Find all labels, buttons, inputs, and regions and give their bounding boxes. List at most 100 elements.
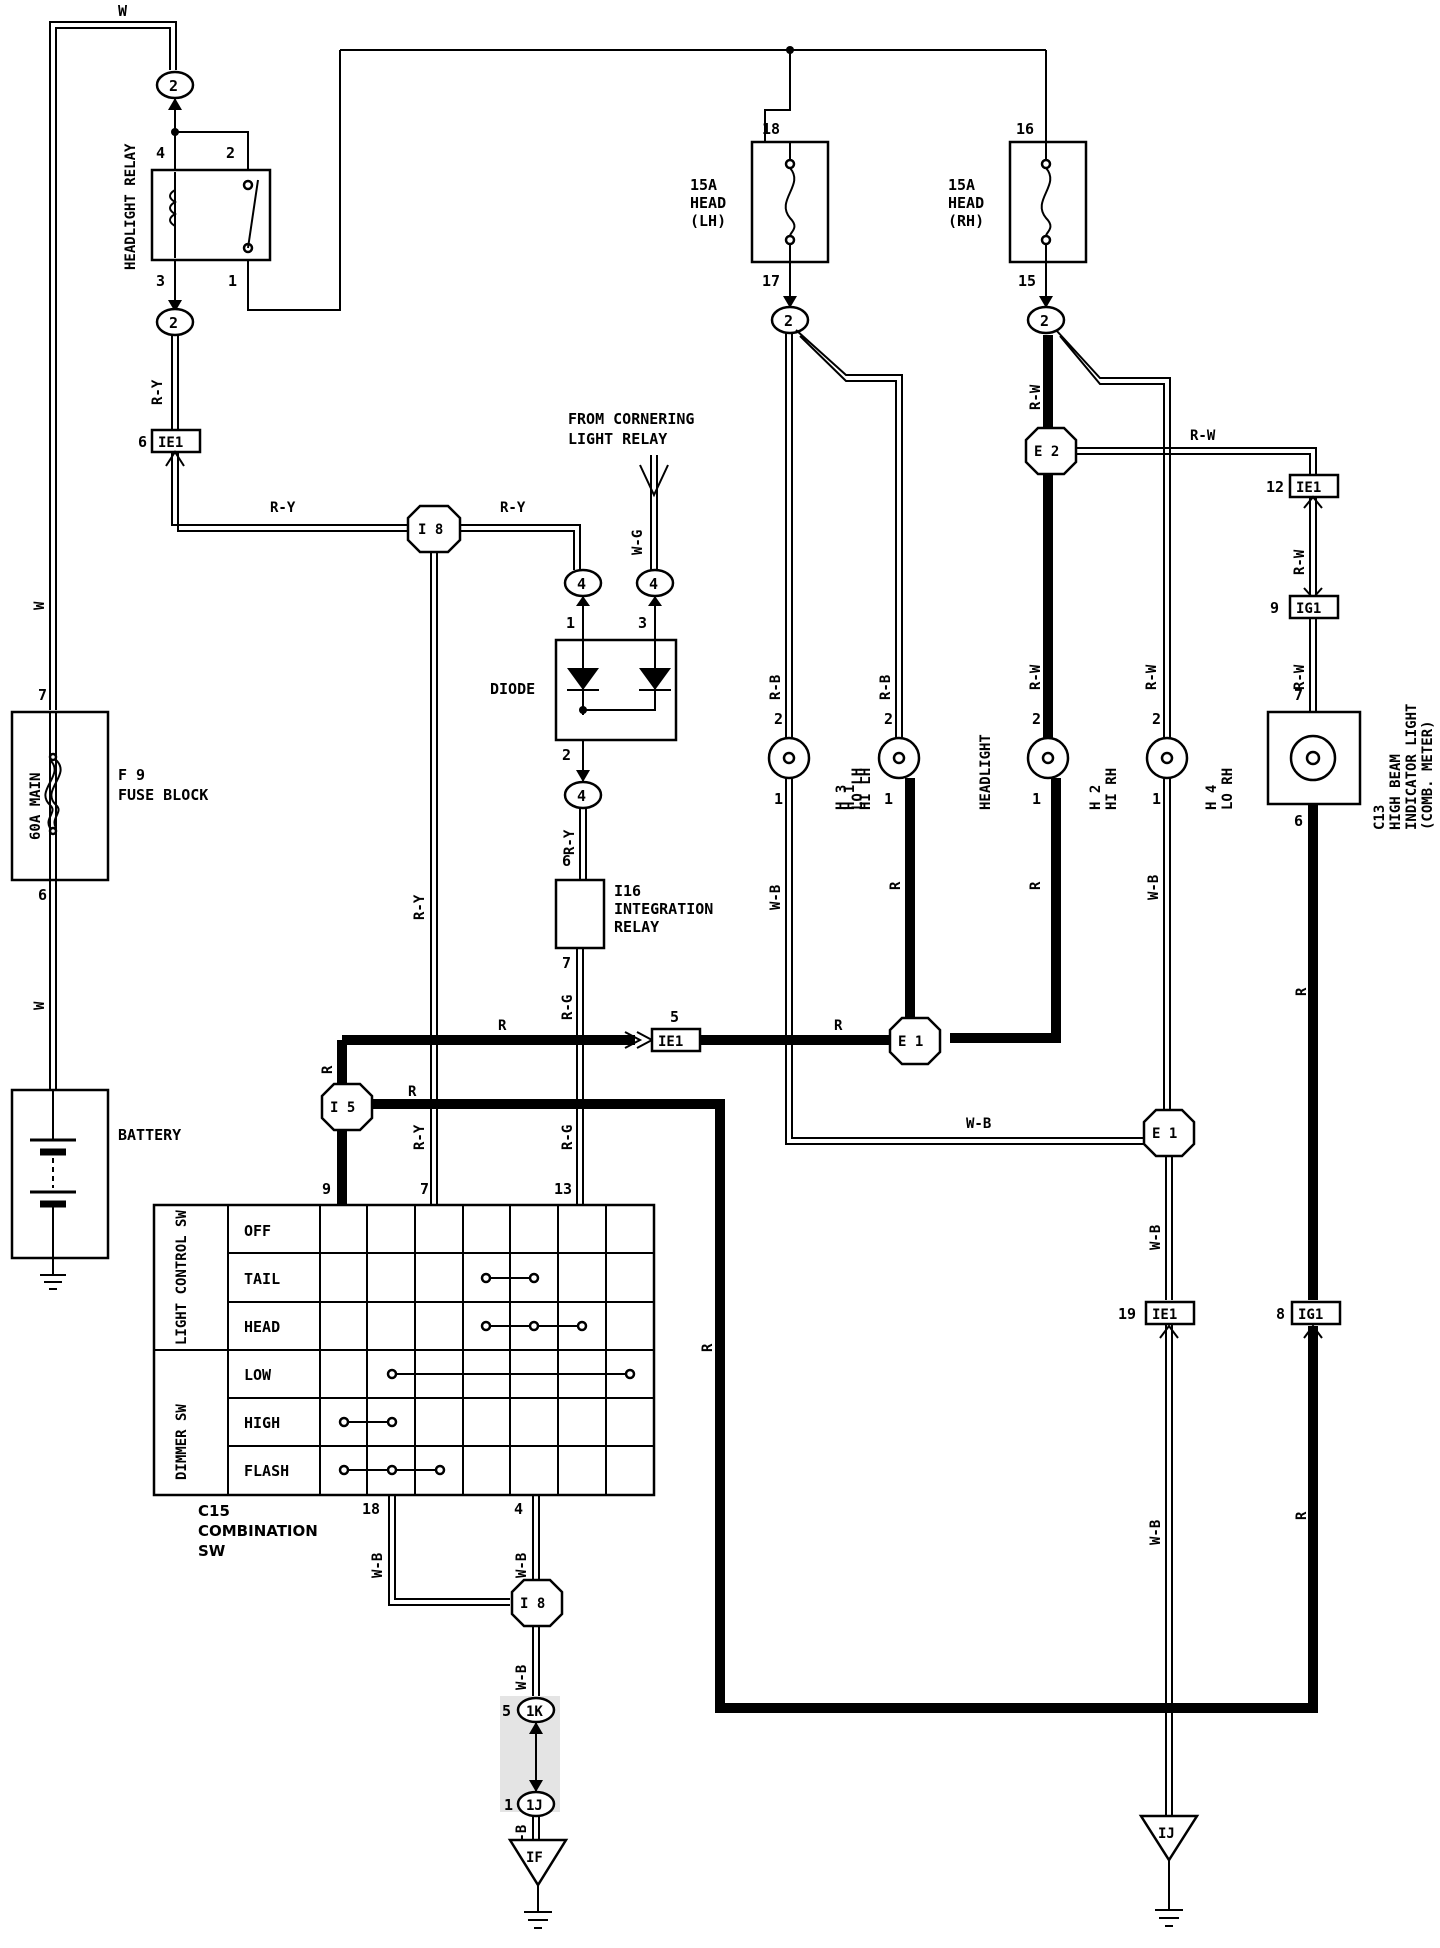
svg-text:W-B: W-B: [370, 1553, 386, 1578]
svg-text:1: 1: [566, 614, 575, 632]
svg-text:LIGHT RELAY: LIGHT RELAY: [568, 430, 667, 448]
svg-text:R-W: R-W: [1028, 384, 1044, 410]
svg-text:19: 19: [1118, 1305, 1136, 1323]
svg-text:E 1: E 1: [898, 1034, 923, 1050]
relay-coil-icon: [169, 189, 177, 227]
svg-text:HIGH BEAM: HIGH BEAM: [1388, 754, 1404, 830]
svg-text:W-B: W-B: [768, 885, 784, 910]
svg-text:FROM CORNERING: FROM CORNERING: [568, 410, 694, 428]
svg-text:H 4: H 4: [1204, 785, 1220, 810]
svg-text:2: 2: [1032, 710, 1041, 728]
svg-text:18: 18: [362, 1500, 380, 1518]
diode-icon: [567, 668, 599, 690]
svg-text:R-W: R-W: [1292, 549, 1308, 575]
svg-text:(RH): (RH): [948, 212, 984, 230]
svg-text:W-B: W-B: [1148, 1225, 1164, 1250]
svg-text:2: 2: [1152, 710, 1161, 728]
svg-text:R: R: [408, 1084, 417, 1100]
svg-text:(LH): (LH): [690, 212, 726, 230]
svg-text:6: 6: [562, 852, 571, 870]
svg-text:R-Y: R-Y: [562, 829, 578, 855]
svg-text:12: 12: [1266, 478, 1284, 496]
diode: [554, 638, 678, 742]
svg-text:IE1: IE1: [1296, 480, 1321, 496]
svg-text:RELAY: RELAY: [614, 918, 659, 936]
svg-text:7: 7: [562, 954, 571, 972]
ie1-connector-4: [1144, 1300, 1196, 1326]
svg-text:R: R: [1294, 987, 1310, 996]
svg-text:HEAD: HEAD: [948, 194, 984, 212]
cornering-arrow-icon: [639, 464, 669, 498]
svg-text:7: 7: [38, 686, 47, 704]
svg-text:15A: 15A: [690, 176, 717, 194]
svg-text:R-G: R-G: [560, 995, 576, 1020]
svg-text:H 1: H 1: [842, 785, 858, 810]
high-beam-indicator: [1266, 710, 1362, 806]
ground-ij: IJ: [1138, 1814, 1200, 1927]
svg-text:E 2: E 2: [1034, 444, 1059, 460]
svg-text:OFF: OFF: [244, 1222, 271, 1240]
svg-text:R: R: [834, 1018, 843, 1034]
svg-text:C15: C15: [198, 1502, 230, 1520]
svg-text:R: R: [320, 1065, 336, 1074]
arrow-down-icon: [168, 300, 182, 312]
svg-text:I 8: I 8: [520, 1596, 545, 1612]
svg-text:DIMMER SW: DIMMER SW: [174, 1404, 190, 1480]
headlight-group-label: HEADLIGHT: [978, 734, 994, 810]
svg-text:2: 2: [1040, 312, 1049, 330]
svg-text:2: 2: [562, 746, 571, 764]
e1-junction-lower: E 1: [1142, 1108, 1196, 1158]
svg-text:IG1: IG1: [1298, 1307, 1323, 1323]
svg-text:1J: 1J: [526, 1798, 543, 1814]
svg-text:60A MAIN: 60A MAIN: [28, 773, 44, 840]
svg-text:R-Y: R-Y: [412, 894, 428, 920]
svg-text:W-G: W-G: [630, 530, 646, 555]
svg-text:I 8: I 8: [418, 522, 443, 538]
svg-text:F 9: F 9: [118, 766, 145, 784]
svg-text:3: 3: [156, 272, 165, 290]
svg-text:W-B: W-B: [966, 1116, 991, 1132]
svg-text:HEADLIGHT RELAY: HEADLIGHT RELAY: [123, 143, 139, 270]
svg-text:DIODE: DIODE: [490, 680, 535, 698]
relay-switch-icon: [247, 179, 259, 249]
svg-text:R-B: R-B: [878, 675, 894, 700]
svg-text:HEAD: HEAD: [690, 194, 726, 212]
i8-junction-top: I 8: [406, 504, 462, 554]
svg-text:TAIL: TAIL: [244, 1270, 280, 1288]
svg-text:FUSE BLOCK: FUSE BLOCK: [118, 786, 208, 804]
svg-text:4: 4: [577, 575, 586, 593]
svg-text:4: 4: [649, 575, 658, 593]
svg-text:R: R: [700, 1343, 716, 1352]
ground-icon: [524, 1911, 552, 1929]
ig1-connector-1: [1288, 594, 1340, 620]
conn-4-c: [563, 780, 603, 810]
headlight-relay: 2 4 2 3 1 HEADLIGHT RELAY 2: [123, 70, 272, 337]
svg-text:9: 9: [322, 1180, 331, 1198]
svg-text:6: 6: [1294, 812, 1303, 830]
fuse-block: [10, 710, 110, 882]
svg-text:R-W: R-W: [1292, 664, 1308, 690]
svg-text:INTEGRATION: INTEGRATION: [614, 900, 713, 918]
svg-text:6: 6: [38, 886, 47, 904]
bulb-icon: [1041, 751, 1055, 765]
conn-arrow-icon: [165, 450, 185, 467]
svg-text:R-Y: R-Y: [150, 379, 166, 405]
svg-text:LIGHT CONTROL SW: LIGHT CONTROL SW: [174, 1210, 190, 1345]
e1-junction-upper: E 1: [888, 1016, 942, 1066]
svg-text:HI LH: HI LH: [858, 768, 874, 810]
svg-text:13: 13: [554, 1180, 572, 1198]
svg-text:FLASH: FLASH: [244, 1462, 289, 1480]
bulb-icon: [1160, 751, 1174, 765]
svg-text:IE1: IE1: [158, 435, 183, 451]
integration-relay: [554, 878, 606, 950]
svg-text:LO RH: LO RH: [1220, 768, 1236, 810]
svg-text:R: R: [498, 1018, 507, 1034]
bus-to-lh: [764, 50, 791, 142]
relay-pin1-wire: [247, 50, 341, 311]
svg-text:HEAD: HEAD: [244, 1318, 280, 1336]
svg-text:H 2: H 2: [1088, 785, 1104, 810]
diode-icon: [639, 668, 671, 690]
svg-text:2: 2: [226, 144, 235, 162]
svg-text:W: W: [32, 1001, 48, 1010]
